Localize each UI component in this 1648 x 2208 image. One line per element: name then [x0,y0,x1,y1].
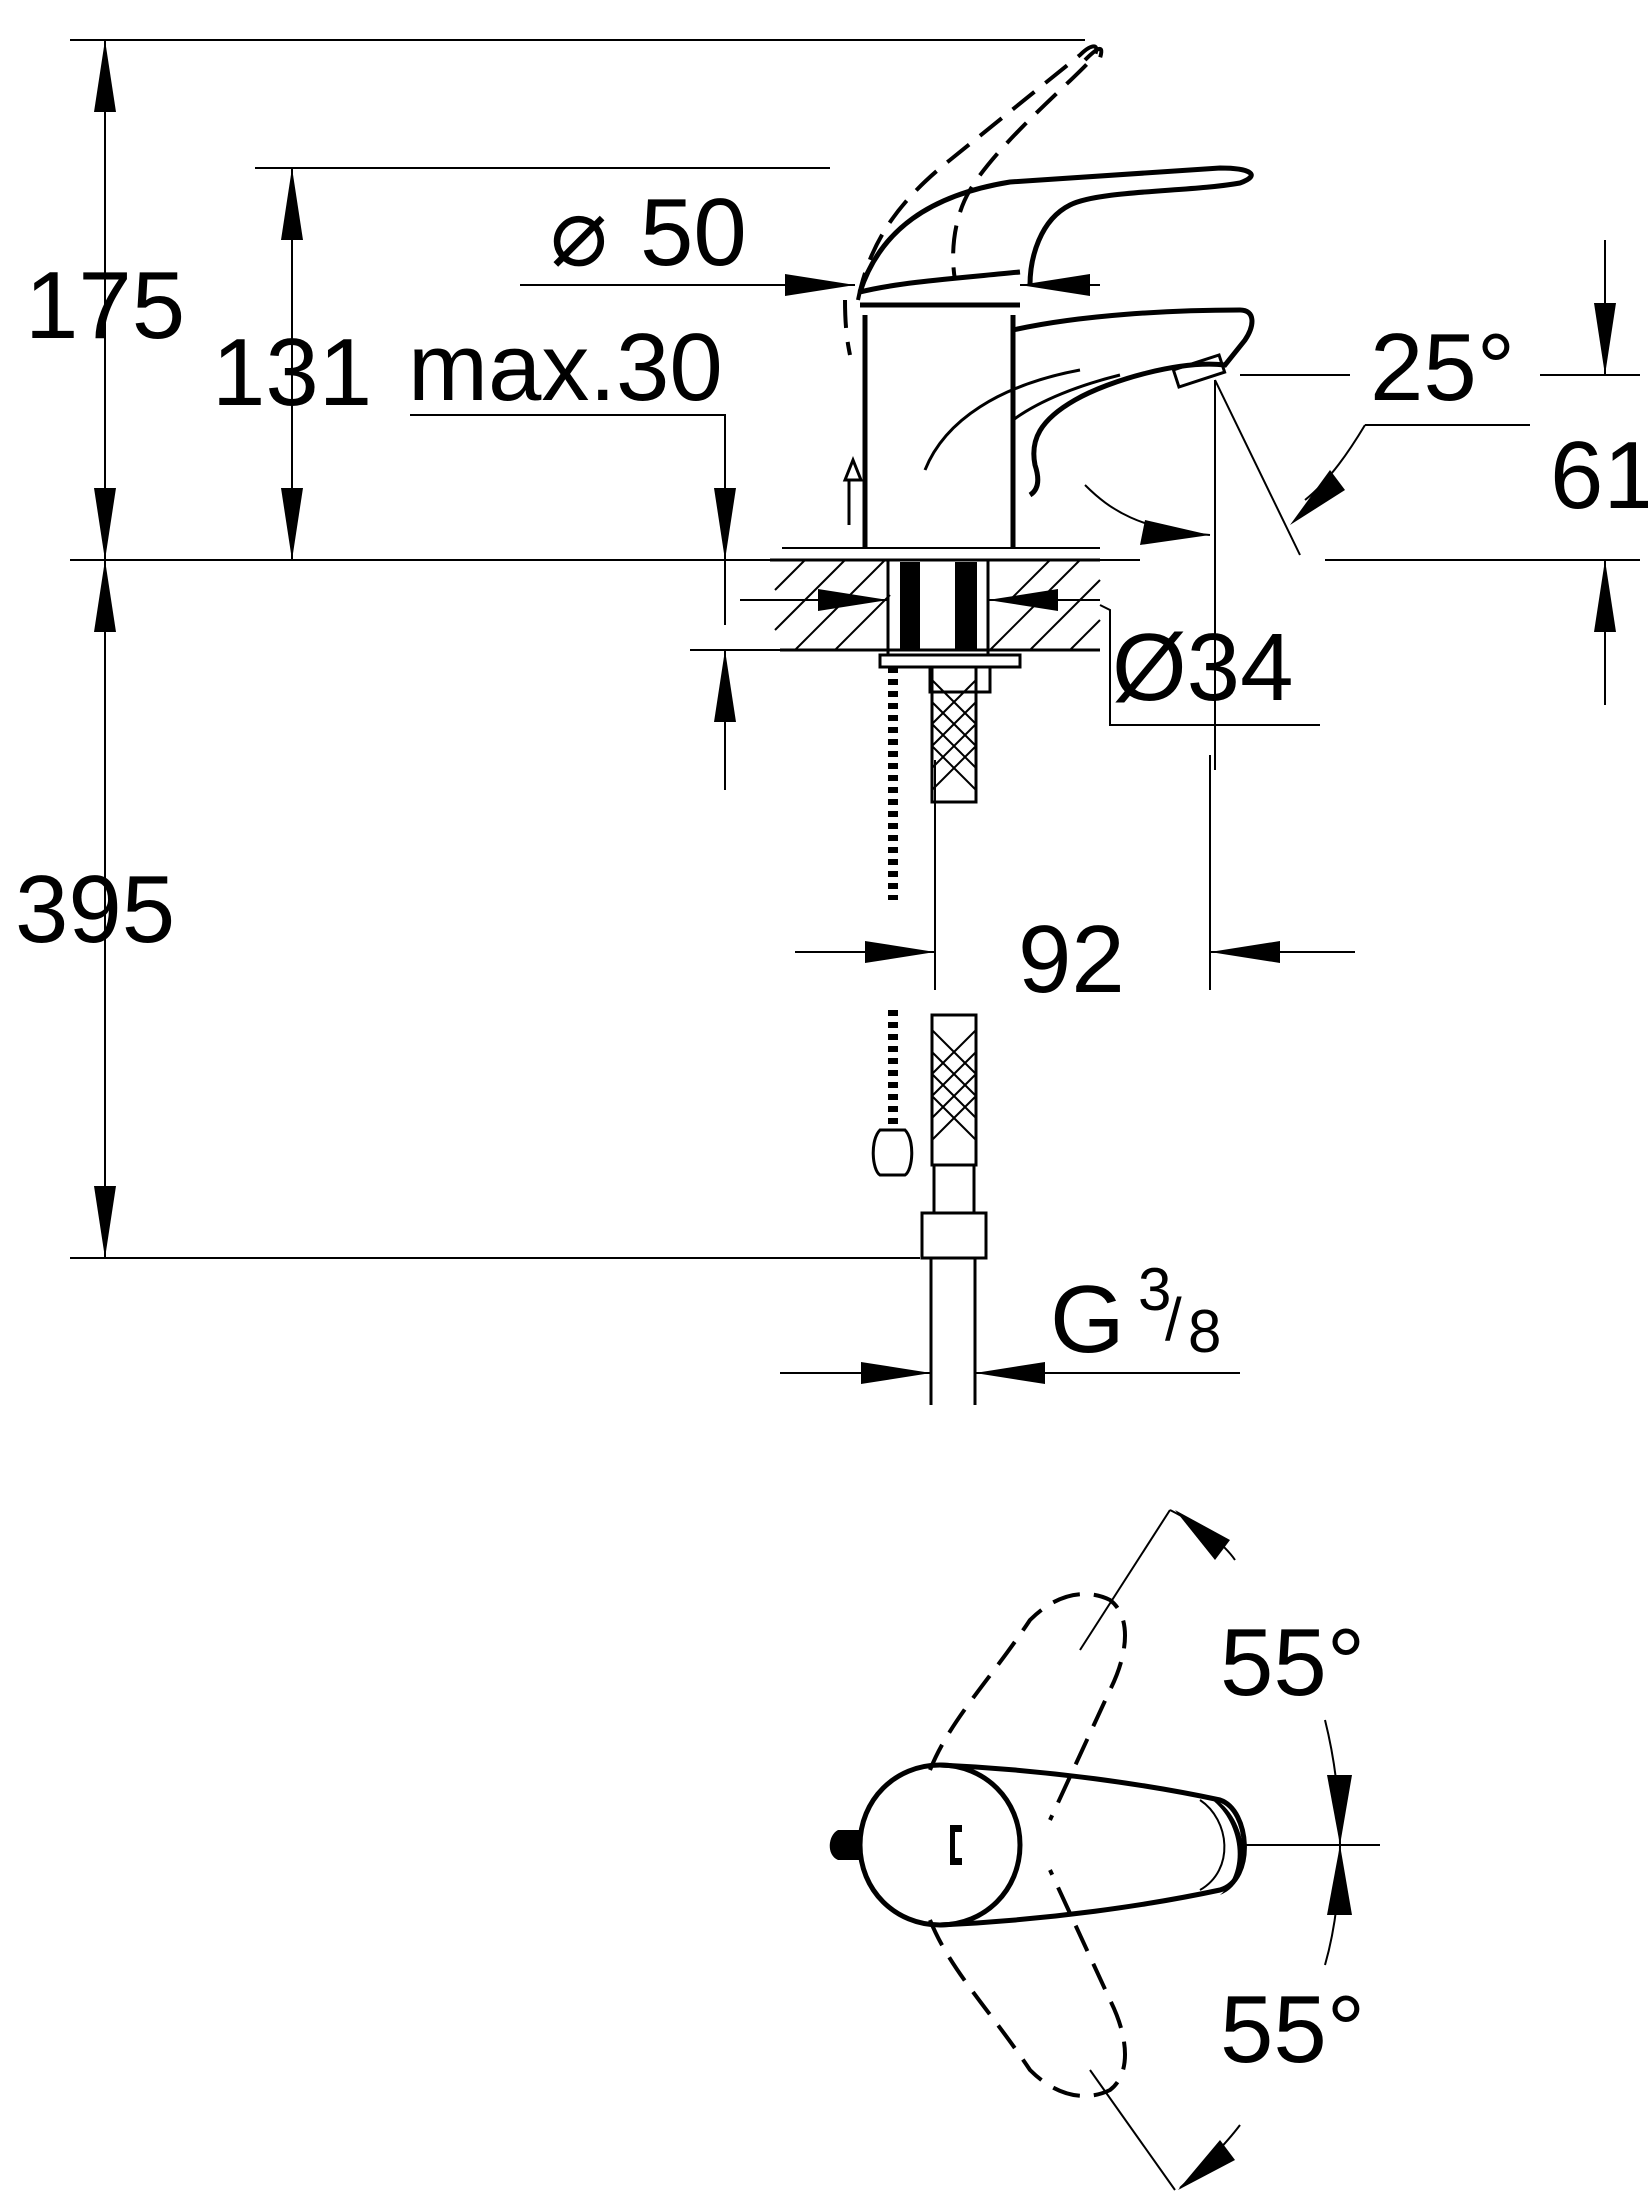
hose-nut [920,1211,988,1260]
hot-cold-indicator [950,1825,962,1865]
dimension-55-down: 55° [1178,1844,1365,2190]
handle-rotated-up [928,1592,1127,1821]
lever-handle-raised [843,44,1104,356]
label-25-degrees: 25° [1370,314,1515,421]
popup-knob [829,1830,860,1860]
label-slash: / [1165,1286,1182,1353]
handle-rotated-down [928,1869,1127,2098]
chain-weight [871,1128,914,1177]
label-numerator: 3 [1138,1256,1171,1323]
rotation-up-line [1079,1509,1171,1651]
dimension-55-up: 55° [1169,1509,1365,1846]
braided-hose [920,665,988,1405]
faucet-body [782,302,1100,549]
dimension-61: 61 [1540,240,1648,705]
label-50: 50 [640,179,747,286]
dimension-g38: G 3 / 8 [780,1256,1240,1384]
label-55-up: 55° [1220,1609,1365,1716]
faucet-top-body [829,1762,1247,1928]
diameter-symbol: ⌀ [550,179,608,286]
deck-section [770,558,1101,694]
label-131: 131 [212,319,372,426]
dimension-175: 175 [25,40,185,560]
dimension-131: 131 [212,168,372,560]
popup-chain [871,667,914,1177]
dimension-max30: max.30 [408,314,790,790]
dimension-diameter-50: ⌀ 50 [520,179,1100,296]
label-55-down: 55° [1220,1976,1365,2083]
dimension-92: 92 [795,755,1355,1013]
dimension-395: 395 [15,560,175,1258]
label-92: 92 [1018,906,1125,1013]
label-175: 175 [25,252,185,359]
lever-handle [857,165,1254,295]
label-395: 395 [15,856,175,963]
label-g: G [1050,1266,1125,1373]
rotation-down-line [1089,2069,1176,2191]
label-max30: max.30 [408,314,723,421]
label-denominator: 8 [1188,1298,1221,1365]
popup-rod [842,455,864,525]
side-view: 175 131 max.30 ⌀ 50 [15,39,1648,1405]
top-view: 55° 55° [829,1509,1380,2191]
dimension-diameter-34: Ø34 [740,589,1320,726]
spout [923,307,1255,498]
label-diameter-34: Ø34 [1112,614,1293,721]
label-61: 61 [1550,422,1648,529]
dimension-25-degrees: 25° [1084,314,1530,770]
